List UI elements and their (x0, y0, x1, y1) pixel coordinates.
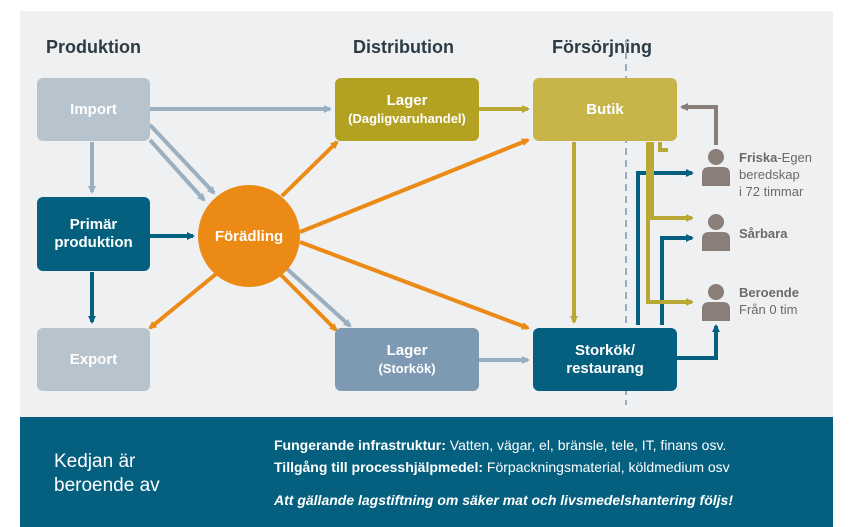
label-beroende: Beroende Från 0 tim (739, 284, 799, 318)
sarbara-bold: Sårbara (739, 226, 788, 241)
box-butik: Butik (533, 78, 677, 141)
person-icon (702, 214, 730, 251)
person-icon (702, 284, 730, 321)
arrow-storkok-beroende (676, 324, 720, 360)
beroende-bold: Beroende (739, 285, 799, 300)
storkok-label-line1: Storkök/ (574, 341, 635, 359)
arrow-butik-beroende (646, 142, 694, 306)
lager2-label-line2: (Storkök) (378, 360, 436, 376)
storkok-label-line2: restaurang (566, 359, 644, 377)
arrow-import-foradling-b (148, 138, 206, 202)
footer-panel: Kedjan är beroende av Fungerande infrast… (20, 417, 833, 527)
friska-bold: Friska (739, 150, 778, 165)
circle-foradling: Förädling (198, 185, 300, 287)
tillgang-rest: Förpackningsmaterial, köldmedium osv (483, 459, 730, 475)
arrow-friska-butik (680, 103, 718, 145)
footer-title-line2: beroende av (54, 475, 160, 496)
friska-rest1: -Egen (777, 150, 813, 165)
box-import: Import (37, 78, 150, 141)
infra-bold: Fungerande infrastruktur: (274, 437, 446, 453)
box-lager-dagligvaruhandel: Lager (Dagligvaruhandel) (335, 78, 479, 141)
tillgang-bold: Tillgång till processhjälpmedel: (274, 459, 484, 475)
arrow-storkok-friska (636, 169, 694, 325)
arrow-foradling-butik (299, 138, 530, 234)
infra-rest: Vatten, vägar, el, bränsle, tele, IT, fi… (445, 437, 727, 453)
import-label: Import (70, 100, 117, 118)
lager1-label-line2: (Dagligvaruhandel) (348, 110, 466, 126)
box-lager-storkok: Lager (Storkök) (335, 328, 479, 391)
friska-rest3: i 72 timmar (739, 184, 804, 199)
arrow-import-foradling-a (148, 123, 216, 195)
arrow-foradling-lager2-gray (284, 266, 352, 328)
box-storkok-restaurang: Storkök/ restaurang (533, 328, 677, 391)
header-produktion: Produktion (46, 37, 141, 57)
footer-title-line1: Kedjan är (54, 451, 136, 472)
footer-title: Kedjan är beroende av (54, 450, 160, 498)
export-label: Export (69, 350, 118, 368)
foradling-label: Förädling (214, 227, 284, 245)
arrow-storkok-sarbara (660, 234, 694, 325)
box-primar-produktion: Primär produktion (37, 197, 150, 271)
label-sarbara: Sårbara (739, 225, 787, 242)
arrow-foradling-export (148, 272, 218, 330)
lager1-label-line1: Lager (386, 91, 428, 109)
primar-label-line1: Primär (69, 216, 118, 233)
arrow-foradling-lager1 (280, 140, 339, 198)
footer-infrastruktur: Fungerande infrastruktur: Vatten, vägar,… (274, 437, 726, 453)
beroende-rest: Från 0 tim (739, 302, 798, 317)
arrow-foradling-storkok (299, 240, 530, 330)
person-icon (702, 149, 730, 186)
lager2-label-line1: Lager (386, 341, 428, 359)
primar-label-line2: produktion (54, 234, 133, 251)
arrow-foradling-lager2 (278, 272, 338, 332)
arrow-butik-sarbara (650, 142, 694, 222)
friska-rest2: beredskap (739, 167, 800, 182)
footer-tillgang: Tillgång till processhjälpmedel: Förpack… (274, 459, 730, 475)
butik-label: Butik (586, 100, 624, 118)
box-export: Export (37, 328, 150, 391)
arrow-friska-butik-return (658, 142, 668, 152)
label-friska: Friska-Egen beredskap i 72 timmar (739, 149, 812, 200)
footer-lagstiftning: Att gällande lagstiftning om säker mat o… (274, 492, 733, 508)
header-distribution: Distribution (353, 37, 454, 57)
